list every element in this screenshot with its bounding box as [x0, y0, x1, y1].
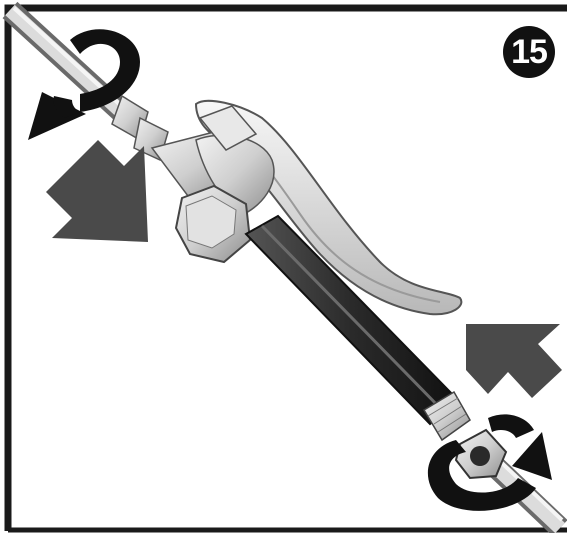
push-arrow-top-icon: [46, 140, 148, 242]
lower-nut: [456, 430, 506, 478]
step-number-badge: 15: [503, 26, 555, 78]
push-arrow-bottom-icon: [466, 324, 562, 398]
